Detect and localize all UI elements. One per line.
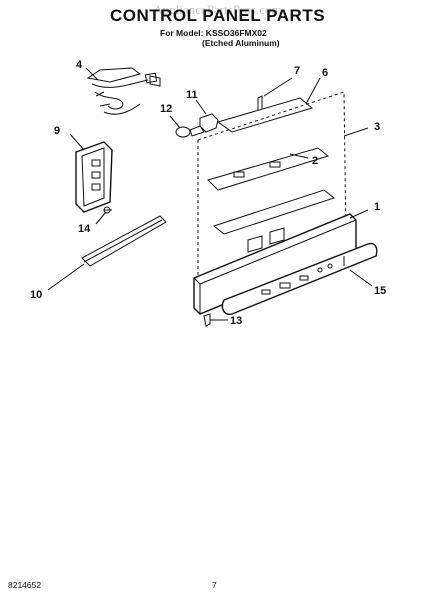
watermark: AppliancePartsPros.com: [153, 2, 282, 17]
subtitle: For Model: KSSO36FMX02 (Etched Aluminum): [160, 28, 280, 48]
callout-3: 3: [374, 121, 380, 133]
callout-13: 13: [230, 315, 242, 327]
model-line: For Model: KSSO36FMX02: [160, 28, 267, 38]
end-cap-part-9[interactable]: [75, 141, 113, 213]
page-number: 7: [212, 580, 217, 590]
board-panel-part-6[interactable]: [216, 97, 314, 133]
callout-2: 2: [312, 155, 318, 167]
callout-7: 7: [294, 65, 300, 77]
trim-strip-part-10[interactable]: [81, 215, 167, 267]
screw-part-14[interactable]: [103, 206, 112, 214]
callout-4: 4: [76, 59, 83, 71]
callout-6: 6: [322, 67, 328, 79]
bulb-part-12[interactable]: [175, 125, 205, 138]
front-panel-part-15[interactable]: [221, 242, 378, 315]
wire-harness-part-4[interactable]: [86, 67, 161, 115]
callout-9: 9: [54, 125, 60, 137]
screw-part-13[interactable]: [203, 313, 211, 327]
page-title: CONTROL PANEL PARTS: [109, 6, 326, 25]
finish-line: (Etched Aluminum): [202, 38, 280, 48]
callout-10: 10: [30, 289, 42, 301]
callout-14: 14: [78, 223, 91, 235]
callout-15: 15: [374, 285, 386, 297]
callout-11: 11: [186, 89, 198, 101]
callout-1: 1: [374, 201, 380, 213]
document-number: 8214652: [8, 580, 42, 590]
control-board-part-2[interactable]: [207, 147, 330, 191]
callout-12: 12: [160, 103, 172, 115]
